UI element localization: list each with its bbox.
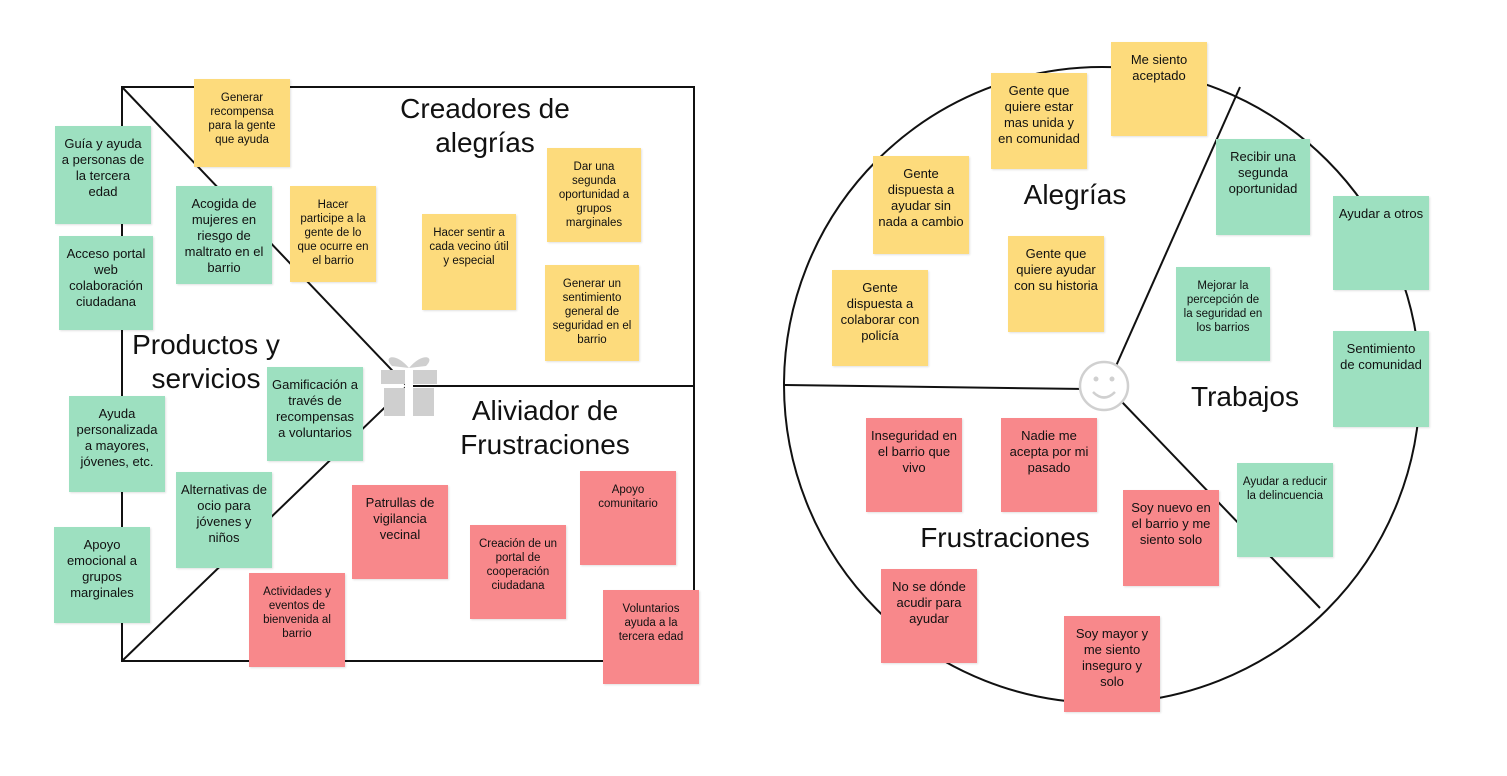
pains-title: Frustraciones: [920, 522, 1090, 553]
gain-note: Gente que quiere ayudar con su historia: [1008, 236, 1104, 332]
pain-reliever-note: Actividades y eventos de bienvenida al b…: [249, 573, 345, 667]
job-note: Recibir una segunda oportunidad: [1216, 139, 1310, 235]
pain-note: Soy nuevo en el barrio y me siento solo: [1123, 490, 1219, 586]
product-note: Guía y ayuda a personas de la tercera ed…: [55, 126, 151, 224]
product-note: Acceso portal web colaboración ciudadana: [59, 236, 153, 330]
customer-profile-divider-top: [1115, 86, 1241, 367]
gains-title: Alegrías: [1023, 179, 1127, 210]
product-note: Alternativas de ocio para jóvenes y niño…: [176, 472, 272, 568]
smiley-icon: [1078, 360, 1130, 412]
value-map-border: [121, 86, 695, 662]
job-note: Mejorar la percepción de la seguridad en…: [1176, 267, 1270, 361]
gain-creator-note: Hacer participe a la gente de lo que ocu…: [290, 186, 376, 282]
pain-note: No se dónde acudir para ayudar: [881, 569, 977, 663]
product-note: Ayuda personalizada a mayores, jóvenes, …: [69, 396, 165, 492]
gain-note: Me siento aceptado: [1111, 42, 1207, 136]
gain-note: Gente dispuesta a ayudar sin nada a camb…: [873, 156, 969, 254]
gain-creator-note: Generar un sentimiento general de seguri…: [545, 265, 639, 361]
gain-creator-note: Hacer sentir a cada vecino útil y especi…: [422, 214, 516, 310]
pain-reliever-note: Apoyo comunitario: [580, 471, 676, 565]
gain-note: Gente dispuesta a colaborar con policía: [832, 270, 928, 366]
product-note: Acogida de mujeres en riesgo de maltrato…: [176, 186, 272, 284]
pain-note: Inseguridad en el barrio que vivo: [866, 418, 962, 512]
gain-creator-note: Dar una segunda oportunidad a grupos mar…: [547, 148, 641, 242]
product-note: Apoyo emocional a grupos marginales: [54, 527, 150, 623]
product-note: Gamificación a través de recompensas a v…: [267, 367, 363, 461]
job-note: Ayudar a otros: [1333, 196, 1429, 290]
customer-profile-divider-bottom: [1121, 401, 1321, 609]
pain-reliever-note: Patrullas de vigilancia vecinal: [352, 485, 448, 579]
gain-creators-title: Creadores de alegrías: [400, 93, 570, 158]
gain-note: Gente que quiere estar mas unida y en co…: [991, 73, 1087, 169]
job-note: Ayudar a reducir la delincuencia: [1237, 463, 1333, 557]
gain-creator-note: Generar recompensa para la gente que ayu…: [194, 79, 290, 167]
gift-icon: [381, 357, 437, 416]
products-services-title: Productos y servicios: [132, 329, 280, 394]
pain-relievers-title: Aliviador de Frustraciones: [460, 395, 630, 460]
jobs-title: Trabajos: [1191, 381, 1299, 412]
pain-reliever-note: Voluntarios ayuda a la tercera edad: [603, 590, 699, 684]
customer-profile-divider-left: [784, 384, 1087, 390]
pain-note: Soy mayor y me siento inseguro y solo: [1064, 616, 1160, 712]
pain-reliever-note: Creación de un portal de cooperación ciu…: [470, 525, 566, 619]
pain-note: Nadie me acepta por mi pasado: [1001, 418, 1097, 512]
job-note: Sentimiento de comunidad: [1333, 331, 1429, 427]
